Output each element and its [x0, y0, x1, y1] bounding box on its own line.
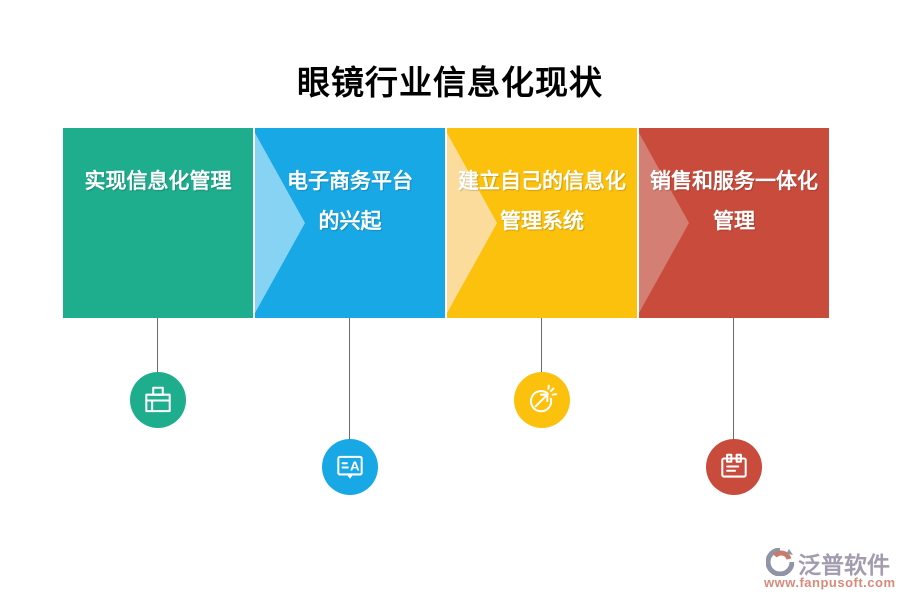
step-block-1: 实现信息化管理 [63, 128, 253, 318]
step-label-line1: 电子商务平台 [287, 170, 413, 193]
step-block-4: 销售和服务一体化 管理 [639, 128, 829, 318]
connector-line [733, 318, 734, 440]
step-label-line2: 的兴起 [318, 210, 382, 233]
calendar-icon [706, 439, 762, 495]
svg-text:A: A [350, 459, 360, 474]
step-label: 电子商务平台 的兴起 [255, 128, 445, 242]
toolbox-icon [130, 372, 186, 428]
connector-line [541, 318, 542, 373]
growth-arrow-icon [514, 372, 570, 428]
fanpu-logo-icon [766, 548, 794, 576]
page-title: 眼镜行业信息化现状 [297, 64, 603, 101]
connector-line [349, 318, 350, 440]
step-label-line2: 管理系统 [500, 210, 584, 233]
step-label: 销售和服务一体化 管理 [639, 128, 829, 242]
step-block-2: 电子商务平台 的兴起 [255, 128, 445, 318]
footer-url-link[interactable]: www.fanpusoft.com [764, 575, 896, 590]
steps-row: 实现信息化管理 电子商务平台 的兴起 建立自己的信息化 管理系统 销售和服务一体… [63, 128, 829, 318]
step-label: 建立自己的信息化 管理系统 [447, 128, 637, 242]
footer-logo: 泛普软件 www.fanpusoft.com [760, 546, 898, 594]
step-label-line1: 销售和服务一体化 [650, 170, 818, 193]
step-label-line1: 实现信息化管理 [84, 170, 232, 193]
step-label-line1: 建立自己的信息化 [458, 170, 626, 193]
step-block-3: 建立自己的信息化 管理系统 [447, 128, 637, 318]
footer-brand-name: 泛普软件 [798, 553, 890, 578]
step-label: 实现信息化管理 [63, 128, 253, 202]
step-label-line2: 管理 [713, 210, 755, 233]
connector-line [157, 318, 158, 373]
translate-chat-icon: A [322, 439, 378, 495]
